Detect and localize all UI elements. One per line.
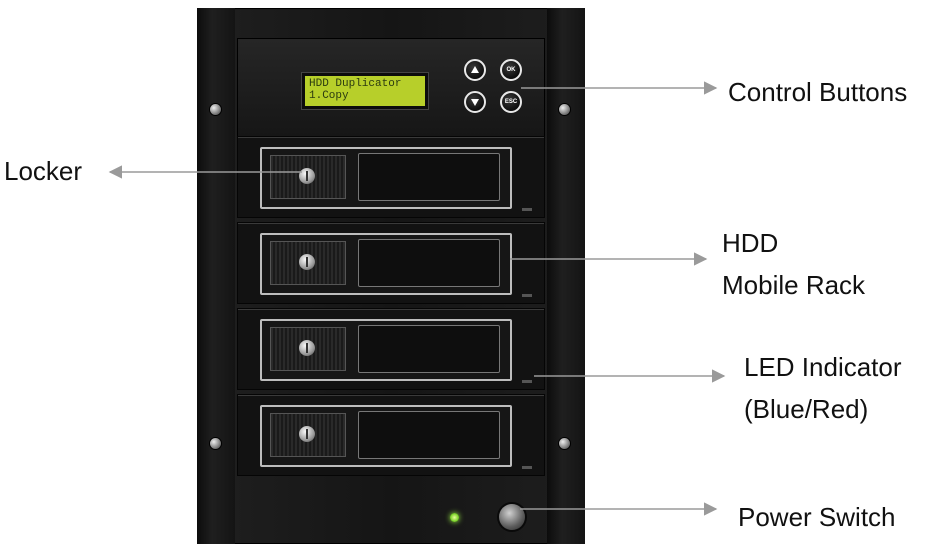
label-power-switch: Power Switch — [738, 502, 896, 532]
left-rail — [197, 8, 235, 544]
drive-tray[interactable] — [260, 319, 512, 381]
down-arrow-icon — [471, 99, 479, 106]
right-rail — [547, 8, 585, 544]
tray-handle[interactable] — [358, 411, 500, 459]
down-button[interactable] — [464, 91, 486, 113]
screw — [210, 104, 221, 115]
hdd-bay-2[interactable] — [237, 222, 545, 304]
hdd-bay-4[interactable] — [237, 394, 545, 476]
tray-handle[interactable] — [358, 239, 500, 287]
locker[interactable] — [270, 155, 346, 199]
esc-button[interactable]: ESC — [500, 91, 522, 113]
drive-tray[interactable] — [260, 405, 512, 467]
tray-handle[interactable] — [358, 325, 500, 373]
control-panel: HDD Duplicator 1.Copy OK ESC — [237, 38, 545, 138]
power-led — [450, 513, 459, 522]
lcd-line-2: 1.Copy — [309, 90, 349, 102]
drive-tray[interactable] — [260, 233, 512, 295]
label-hdd-line-2: Mobile Rack — [722, 270, 866, 300]
up-arrow-icon — [471, 66, 479, 73]
label-control-buttons: Control Buttons — [728, 77, 908, 107]
locker[interactable] — [270, 413, 346, 457]
hdd-duplicator-device: HDD Duplicator 1.Copy OK ESC — [197, 8, 585, 544]
ok-button[interactable]: OK — [500, 59, 522, 81]
label-led-line-2: (Blue/Red) — [744, 394, 869, 424]
tray-handle[interactable] — [358, 153, 500, 201]
keyhole-icon — [299, 340, 315, 356]
up-button[interactable] — [464, 59, 486, 81]
keyhole-icon — [299, 426, 315, 442]
drive-tray[interactable] — [260, 147, 512, 209]
label-led-line-1: LED Indicator — [744, 352, 902, 382]
screw — [559, 104, 570, 115]
bay-led — [522, 208, 532, 211]
bay-led — [522, 380, 532, 383]
bay-led — [522, 294, 532, 297]
label-hdd-line-1: HDD — [722, 228, 779, 258]
screw — [559, 438, 570, 449]
lcd-display: HDD Duplicator 1.Copy — [302, 73, 428, 109]
keyhole-icon — [299, 254, 315, 270]
locker[interactable] — [270, 327, 346, 371]
bay-led — [522, 466, 532, 469]
lcd-line-1: HDD Duplicator — [309, 78, 402, 90]
label-locker: Locker — [4, 156, 83, 186]
locker[interactable] — [270, 241, 346, 285]
hdd-bay-1[interactable] — [237, 136, 545, 218]
hdd-bay-3[interactable] — [237, 308, 545, 390]
screw — [210, 438, 221, 449]
keyhole-icon — [299, 168, 315, 184]
